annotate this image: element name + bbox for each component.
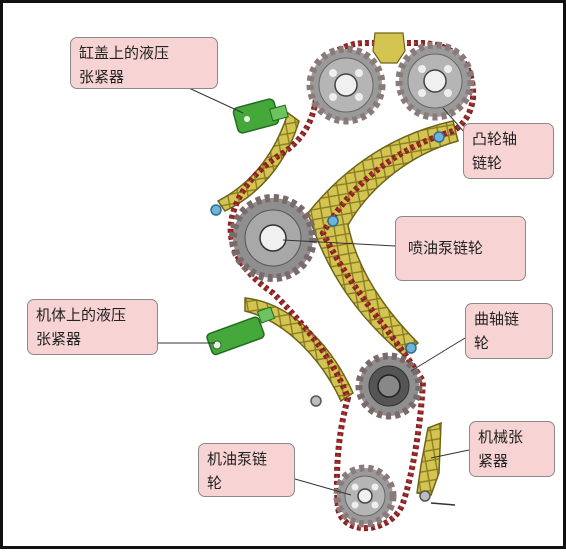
callout-text-line: 喷油泵链轮 bbox=[408, 239, 484, 257]
mechanical-tensioner-arm bbox=[416, 421, 442, 496]
callout-camshaft-sprocket: 凸轮轴 链轮 bbox=[463, 123, 554, 179]
callout-text-line: 张紧器 bbox=[79, 68, 125, 86]
cyl-head-hydraulic-tensioner bbox=[232, 98, 289, 134]
callout-text-line: 机械张 bbox=[478, 428, 524, 446]
camshaft-sprocket-left bbox=[306, 45, 386, 125]
callout-oil-pump-sprocket: 机油泵链 轮 bbox=[198, 443, 295, 497]
leader-line bbox=[442, 107, 466, 134]
pivot-bolt bbox=[433, 131, 445, 143]
timing-chain-diagram bbox=[158, 32, 477, 532]
callout-crankshaft-sprocket: 曲轴链 轮 bbox=[465, 303, 553, 359]
callout-text-line: 张紧器 bbox=[36, 330, 82, 348]
pivot-bolt bbox=[405, 342, 417, 354]
callout-text-line: 机油泵链 bbox=[207, 450, 268, 468]
callout-text-line: 曲轴链 bbox=[474, 310, 520, 328]
block-hydraulic-tensioner bbox=[206, 306, 276, 356]
leader-line bbox=[282, 239, 396, 247]
injection-pump-sprocket bbox=[229, 194, 317, 282]
central-fixed-guide-rail bbox=[307, 120, 459, 356]
pivot-bolt bbox=[310, 395, 322, 407]
callout-injection-pump-sprocket: 喷油泵链轮 bbox=[395, 216, 526, 281]
callout-block-tensioner: 机体上的液压 张紧器 bbox=[27, 299, 158, 355]
pivot-bolt bbox=[327, 215, 339, 227]
pivot-bolt bbox=[210, 204, 222, 216]
crankshaft-sprocket bbox=[355, 352, 423, 420]
callout-text-line: 紧器 bbox=[478, 452, 509, 470]
lower-left-guide-rail bbox=[244, 297, 354, 403]
pivot-bolt bbox=[419, 490, 431, 502]
callout-text-line: 缸盖上的液压 bbox=[79, 44, 170, 62]
leader-line bbox=[410, 337, 466, 372]
leader-line bbox=[430, 449, 470, 459]
callout-text-line: 机体上的液压 bbox=[36, 306, 127, 324]
oil-pump-sprocket bbox=[333, 464, 397, 528]
callout-cyl-head-tensioner: 缸盖上的液压 张紧器 bbox=[70, 37, 218, 89]
upper-left-guide-rail bbox=[216, 111, 300, 212]
callout-text-line: 轮 bbox=[207, 474, 223, 492]
top-chain-bracket bbox=[372, 32, 406, 64]
leader-line bbox=[294, 478, 352, 496]
callout-text-line: 链轮 bbox=[472, 154, 503, 172]
callout-mechanical-tensioner: 机械张 紧器 bbox=[469, 421, 555, 477]
callout-text-line: 轮 bbox=[474, 334, 490, 352]
camshaft-sprocket-right bbox=[395, 41, 475, 121]
callout-text-line: 凸轮轴 bbox=[472, 130, 518, 148]
